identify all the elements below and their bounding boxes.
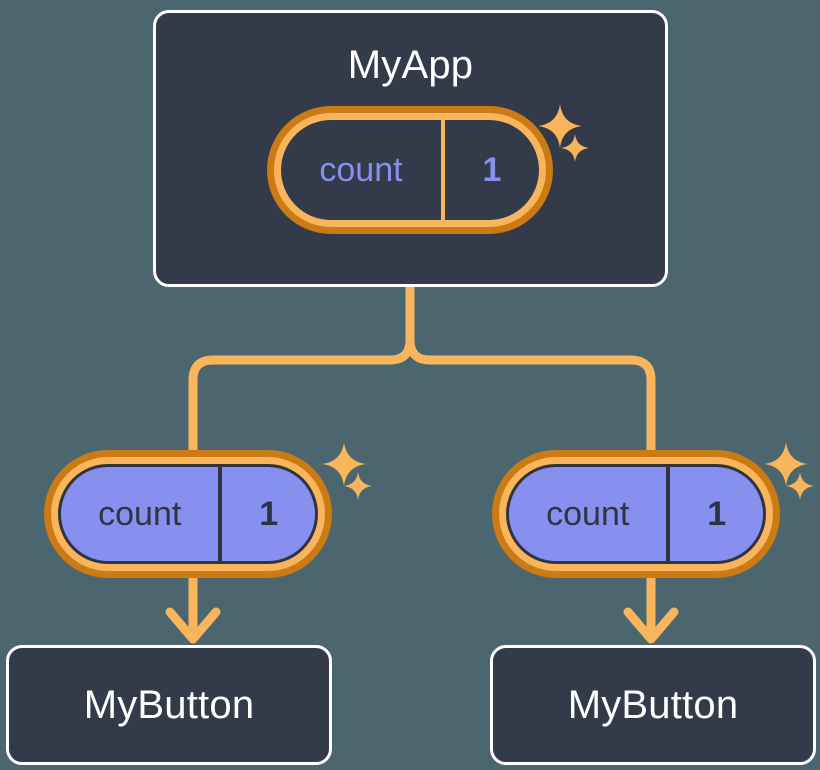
state-pill-name: count <box>98 495 182 533</box>
sparkle-icon <box>322 442 366 486</box>
arrow-head-left <box>165 607 221 644</box>
sparkle-icon <box>344 472 372 500</box>
branch-line-right <box>405 282 656 457</box>
state-pill-body: count 1 <box>58 464 318 564</box>
component-title-mybutton-left: MyButton <box>83 682 255 727</box>
state-pill-ring: count 1 <box>51 457 325 571</box>
arrow-head-right <box>623 607 679 644</box>
sparkle-icon <box>764 442 808 486</box>
component-card-mybutton-left[interactable]: MyButton <box>6 645 332 765</box>
state-pill-ring: count 1 <box>499 457 773 571</box>
component-title-mybutton-right: MyButton <box>567 682 739 727</box>
sparkle-icon <box>786 472 814 500</box>
component-title-myapp: MyApp <box>347 43 474 87</box>
state-pill-name: count <box>319 151 403 189</box>
state-pill-mybutton-right-count[interactable]: count 1 <box>492 450 780 578</box>
component-card-mybutton-right[interactable]: MyButton <box>490 645 816 765</box>
state-pill-body: count 1 <box>281 120 539 220</box>
state-pill-ring: count 1 <box>274 113 546 227</box>
state-pill-value: 1 <box>218 467 315 561</box>
state-pill-myapp-count[interactable]: count 1 <box>267 106 553 234</box>
state-pill-mybutton-left-count[interactable]: count 1 <box>44 450 332 578</box>
branch-line-left <box>188 282 415 457</box>
state-pill-value: 1 <box>440 120 539 220</box>
state-pill-name: count <box>546 495 630 533</box>
state-pill-value: 1 <box>666 467 763 561</box>
state-pill-body: count 1 <box>506 464 766 564</box>
